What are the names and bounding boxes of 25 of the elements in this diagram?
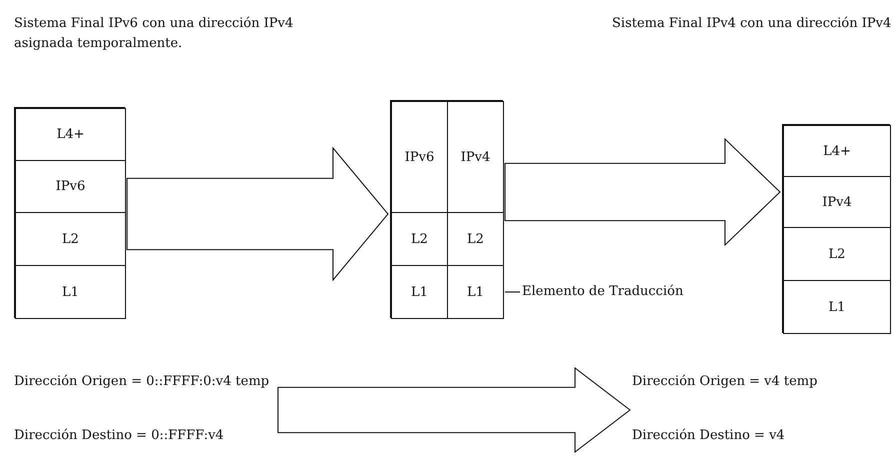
protocol-stack: [390, 100, 503, 318]
block-arrow: [278, 366, 631, 454]
callout-text: Elemento de Traducción: [522, 283, 682, 301]
protocol-layer: IPv6: [391, 101, 448, 213]
protocol-layer: L4+: [783, 125, 891, 177]
protocol-layer: IPv4: [783, 176, 891, 228]
address-text: Dirección Destino = 0::FFFF:v4: [14, 427, 224, 445]
protocol-layer: IPv4: [447, 101, 504, 213]
protocol-layer: L1: [391, 265, 448, 319]
block-arrow: [126, 146, 389, 282]
protocol-layer: L1: [447, 265, 504, 319]
address-text: Dirección Origen = v4 temp: [632, 373, 818, 391]
address-text: Dirección Origen = 0::FFFF:0:v4 temp: [14, 373, 270, 391]
block-arrow: [504, 138, 781, 246]
protocol-layer: IPv6: [15, 160, 126, 213]
protocol-layer: L2: [783, 227, 891, 281]
caption-text: Sistema Final IPv6 con una dirección IPv4 asignada temporalmente.: [14, 15, 294, 53]
caption-text: Sistema Final IPv4 con una dirección IPv4: [612, 15, 892, 33]
protocol-layer: L1: [15, 265, 126, 319]
protocol-stack: [782, 124, 890, 333]
protocol-layer: L4+: [15, 108, 126, 161]
address-text: Dirección Destino = v4: [632, 427, 785, 445]
protocol-stack: [14, 107, 125, 318]
protocol-layer: L2: [15, 212, 126, 266]
protocol-layer: L1: [783, 280, 891, 334]
